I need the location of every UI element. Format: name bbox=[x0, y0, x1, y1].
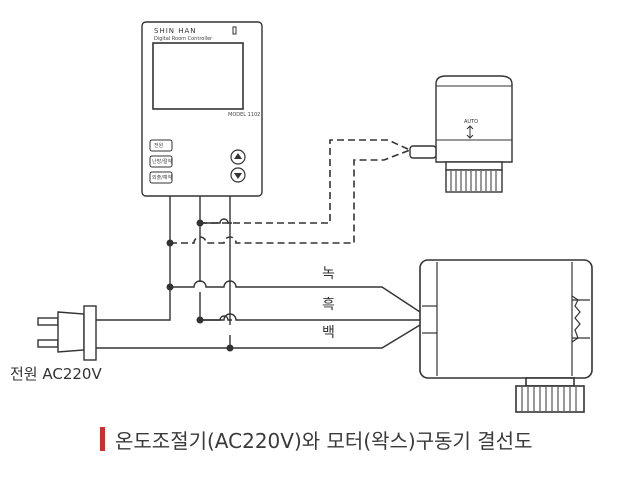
actuator-dashed-wires bbox=[170, 139, 411, 244]
controller-button-power[interactable] bbox=[149, 139, 173, 152]
plug-collar bbox=[83, 305, 97, 361]
controller-button-label-power: 전원 bbox=[154, 142, 164, 149]
actuator-base bbox=[445, 161, 503, 171]
motor-knob-ridges bbox=[521, 387, 577, 411]
wire-label-white: 백 bbox=[322, 325, 335, 341]
controller-button-out[interactable] bbox=[149, 171, 173, 184]
power-plug bbox=[37, 305, 97, 361]
controller-brand: SHIN HAN bbox=[154, 27, 197, 35]
actuator-cable-gland bbox=[409, 145, 437, 159]
controller-button-label-out: 외출/예약 bbox=[152, 174, 172, 181]
wire-label-black: 흑 bbox=[322, 296, 335, 313]
valve-motor bbox=[419, 259, 593, 413]
controller-subtitle: Digital Room Controller bbox=[154, 36, 213, 42]
wire-label-green: 녹 bbox=[322, 266, 335, 282]
controller-down-button[interactable] bbox=[230, 167, 246, 183]
wire-junctions bbox=[166, 219, 234, 352]
motor-wires bbox=[170, 280, 421, 349]
caption: 온도조절기(AC220V)와 모터(왁스)구동기 결선도 bbox=[100, 424, 560, 454]
motor-gear bbox=[571, 295, 581, 343]
controller-model: MODEL 1102 bbox=[228, 112, 260, 118]
controller-button-label-heat: 난방/절약 bbox=[152, 158, 172, 165]
controller-display bbox=[152, 42, 244, 110]
controller-up-button[interactable] bbox=[230, 149, 246, 165]
down-arrow-icon bbox=[234, 173, 242, 179]
caption-text: 온도조절기(AC220V)와 모터(왁스)구동기 결선도 bbox=[115, 428, 533, 453]
actuator-knob-ridges bbox=[450, 171, 497, 191]
controller-button-heat[interactable] bbox=[149, 155, 173, 168]
power-wires bbox=[96, 196, 231, 349]
controller-wire-drops bbox=[199, 196, 232, 321]
plug-prong-bottom bbox=[37, 339, 59, 348]
motor-knob bbox=[515, 385, 585, 413]
up-arrow-icon bbox=[234, 153, 242, 159]
controller-body bbox=[141, 21, 263, 197]
plug-body bbox=[57, 311, 85, 353]
actuator-auto-label: AUTO bbox=[464, 119, 478, 125]
power-label: 전원 AC220V bbox=[10, 365, 102, 383]
motor-body bbox=[419, 259, 593, 379]
caption-accent-bar bbox=[100, 427, 105, 451]
motor-stem-block bbox=[525, 377, 575, 387]
actuator-knob bbox=[445, 169, 503, 193]
controller-indicator bbox=[232, 26, 237, 35]
thermostat-controller bbox=[141, 21, 263, 197]
thermal-actuator bbox=[409, 75, 513, 193]
actuator-arrow-icon bbox=[466, 125, 474, 139]
plug-prong-top bbox=[37, 317, 59, 326]
